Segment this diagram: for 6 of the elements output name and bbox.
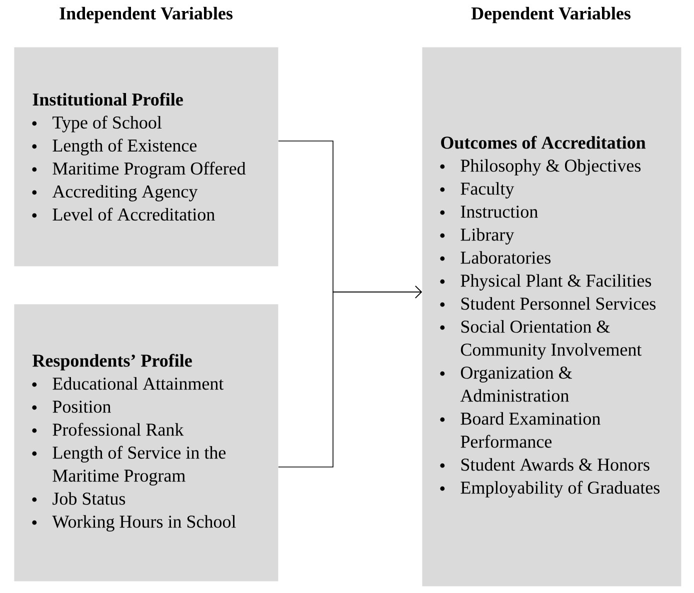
column-heading: Dependent Variables	[471, 6, 630, 24]
connector-arrow	[278, 286, 422, 468]
variable-box: Outcomes of Accreditation Philosophy & Objectives Faculty Instruction Library Laboratories Physical Plant & Facilities Student Personnel Services Social Orientation & Community Involvement Organization & Administration Board Examination Performance Student Awards & Honors Employability of Graduates	[422, 47, 682, 586]
column-heading: Independent Variables	[60, 6, 233, 24]
variable-box: Respondents’ Profile Educational Attainment Position Professional Rank Length of Service in the Maritime Program Job Status Working Hours in School	[14, 304, 278, 582]
variable-box: Institutional Profile Type of School Length of Existence Maritime Program Offered Accrediting Agency Level of Accreditation	[14, 47, 278, 266]
